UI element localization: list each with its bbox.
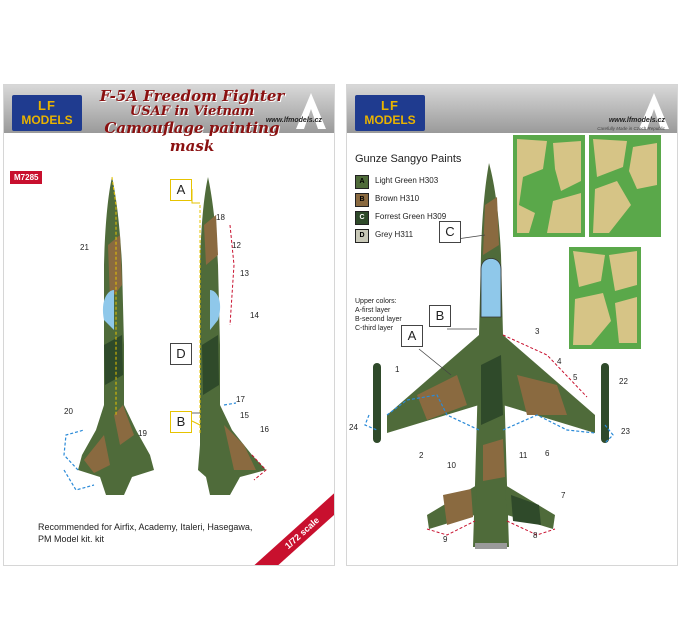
paint-name: Forrest Green H309 — [375, 212, 447, 221]
part-number: 10 — [447, 461, 456, 470]
callout-b: B — [170, 411, 192, 433]
top-view-diagram — [364, 135, 661, 549]
part-number: 3 — [535, 327, 540, 336]
callout-d: D — [170, 343, 192, 365]
callout-a: A — [401, 325, 423, 347]
part-number: 23 — [621, 427, 630, 436]
part-number: 17 — [236, 395, 245, 404]
paint-name: Brown H310 — [375, 194, 420, 203]
part-number: 21 — [80, 243, 89, 252]
right-instruction-sheet: LF MODELS www.lfmodels.cz Carefully Made… — [346, 84, 678, 566]
part-number: 8 — [533, 531, 538, 540]
part-number: 14 — [250, 311, 259, 320]
paints-title: Gunze Sangyo Paints — [355, 153, 462, 165]
aircraft-top-view — [364, 163, 614, 549]
paint-swatch: D — [355, 229, 369, 243]
part-number: 1 — [395, 365, 400, 374]
part-number: 16 — [260, 425, 269, 434]
callout-b: B — [429, 305, 451, 327]
product-code-badge: M7285 — [10, 171, 43, 184]
part-number: 20 — [64, 407, 73, 416]
left-instruction-sheet: LF MODELS F-5A Freedom Fighter USAF in V… — [3, 84, 335, 566]
lf-triangle-icon — [296, 93, 326, 129]
callout-a: A — [170, 179, 192, 201]
paint-swatch: C — [355, 211, 369, 225]
part-number: 12 — [232, 241, 241, 250]
paint-swatch: B — [355, 193, 369, 207]
mask-sheet-2 — [589, 135, 661, 237]
part-number: 6 — [545, 449, 550, 458]
title-line-1: F-5A Freedom Fighter — [99, 87, 285, 105]
lf-models-logo: LF MODELS — [355, 95, 425, 131]
part-number: 4 — [557, 357, 562, 366]
recommended-kits-text: Recommended for Airfix, Academy, Italeri… — [38, 522, 253, 544]
part-number: 5 — [573, 373, 578, 382]
part-number: 2 — [419, 451, 424, 460]
part-number: 13 — [240, 269, 249, 278]
mask-sheet-1 — [513, 135, 585, 237]
lf-triangle-icon — [639, 93, 669, 129]
aircraft-side-view-right — [198, 177, 267, 495]
paint-name: Grey H311 — [375, 230, 414, 239]
website-url: www.lfmodels.cz — [265, 117, 322, 124]
aircraft-side-view-left — [63, 176, 154, 495]
mask-sheet-3 — [569, 247, 641, 349]
part-number: 18 — [216, 213, 225, 222]
lf-models-logo: LF MODELS — [12, 95, 82, 131]
title-line-2: USAF in Vietnam — [129, 104, 255, 119]
part-number: 24 — [349, 423, 358, 432]
part-number: 19 — [138, 429, 147, 438]
website-url: www.lfmodels.cz — [608, 117, 665, 124]
part-number: 9 — [443, 535, 448, 544]
tagline: Carefully Made in Czech Republic — [597, 126, 665, 131]
part-number: 11 — [519, 451, 528, 460]
paint-name: Light Green H303 — [375, 176, 439, 185]
part-number: 22 — [619, 377, 628, 386]
part-number: 15 — [240, 411, 249, 420]
upper-colors-legend: Upper colors: A-first layer B-second lay… — [355, 298, 402, 332]
callout-c: C — [439, 221, 461, 243]
title-line-3: Camouflage painting mask — [104, 119, 280, 155]
part-number: 7 — [561, 491, 566, 500]
side-view-diagram — [63, 176, 267, 495]
paint-swatch: A — [355, 175, 369, 189]
